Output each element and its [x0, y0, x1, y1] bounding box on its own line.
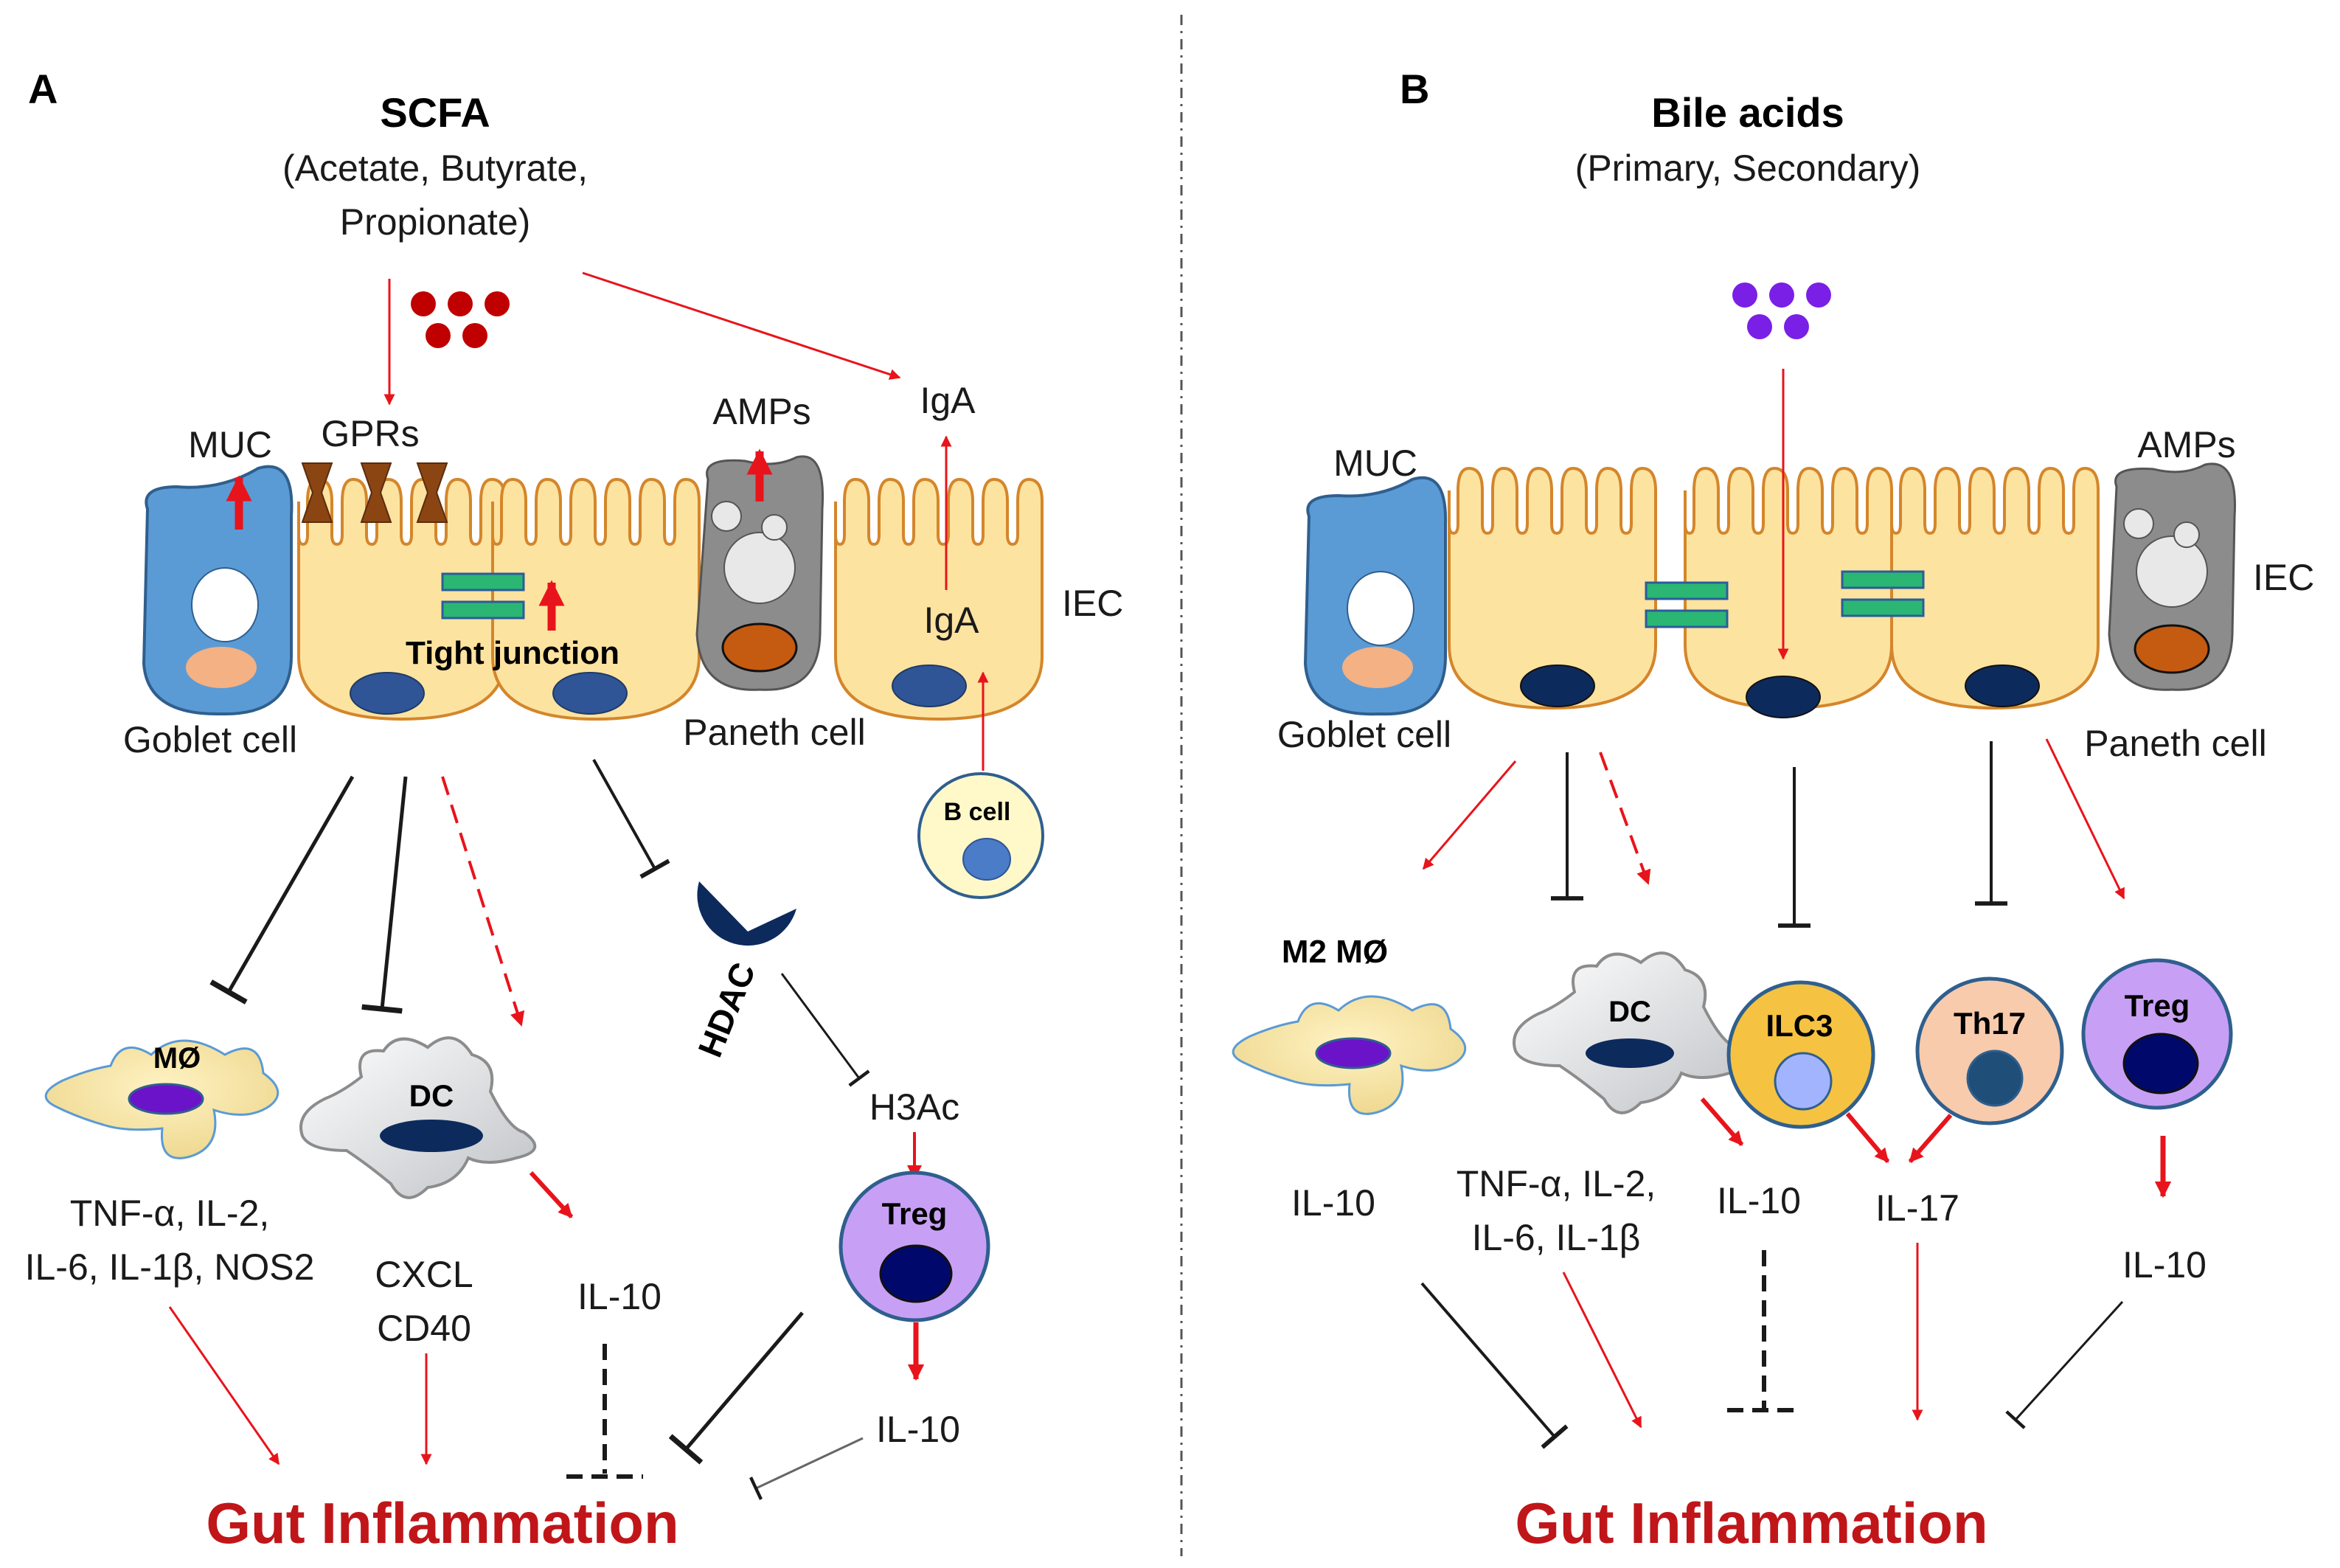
iec-nucleus-b1 [1520, 665, 1595, 707]
th17-to-il17-arrow [1908, 1114, 1953, 1163]
dc-to-il10-arrow-a [529, 1170, 574, 1219]
mo-cytokines-line-1: TNF-α, IL-2, [70, 1193, 270, 1234]
ilc3-cell: ILC3 [1726, 980, 1875, 1129]
ilc3-to-il17-arrow [1845, 1112, 1890, 1163]
iec-to-dc-dashed-arrow-b [1599, 752, 1651, 885]
il10-dc-label-b: IL-10 [1717, 1180, 1801, 1221]
m2-label: M2 MØ [1282, 934, 1388, 970]
b-cell: B cell [917, 772, 1044, 899]
iec-nucleus-b2 [1746, 676, 1821, 718]
goblet-cell-label-b: Goblet cell [1277, 714, 1451, 755]
dendritic-cell-b: DC [1513, 951, 1750, 1114]
tight-junction-label: Tight junction [406, 635, 619, 671]
treg-inhibits-inflammation [668, 1311, 804, 1465]
hdac-enzyme [697, 881, 796, 946]
amps-label-a: AMPs [712, 391, 810, 432]
scfa-inhibits-hdac [592, 759, 670, 879]
panel-a-letter: A [28, 66, 58, 112]
gprs-label: GPRs [321, 413, 419, 454]
dendritic-cell-a: DC [299, 1036, 537, 1199]
il17-label: IL-17 [1875, 1187, 1959, 1229]
h3ac-label: H3Ac [869, 1086, 959, 1128]
mo-to-inflammation-arrow [168, 1306, 280, 1465]
bile-acid-molecules [1732, 282, 1831, 339]
hdac-inhibits-h3ac [780, 973, 870, 1087]
dc-label-b: DC [1608, 996, 1651, 1028]
iec-inhibits-dc [361, 776, 408, 1014]
iga-top-label: IgA [920, 380, 976, 421]
dc-to-il10-arrow-b [1700, 1097, 1744, 1146]
muc-label-b: MUC [1333, 443, 1417, 484]
panel-a-subtitle-2: Propionate) [340, 201, 531, 243]
panel-a: A SCFA (Acetate, Butyrate, Propionate) [25, 66, 1124, 1555]
treg-cell-b: Treg [2081, 958, 2233, 1110]
goblet-cell-b [1303, 476, 1448, 716]
iga-inner-label: IgA [923, 600, 979, 641]
scfa-to-iga-arrow [582, 271, 901, 380]
th17-label: Th17 [1954, 1006, 2026, 1041]
th17-cell: Th17 [1915, 976, 2064, 1125]
il10-treg-inhibits-inflammation-a [749, 1437, 864, 1500]
iec-nucleus-b3 [1965, 665, 2040, 707]
iec-to-dc-dashed-arrow [441, 776, 525, 1027]
paneth-cell-a [695, 455, 824, 691]
m2-il10-inhibits-inflammation [1420, 1282, 1569, 1449]
hdac-label: HDAC [690, 957, 763, 1063]
panel-b-subtitle: (Primary, Secondary) [1575, 148, 1921, 189]
panel-a-title: SCFA [380, 89, 490, 136]
treg-label-a: Treg [882, 1196, 948, 1231]
ilc3-label: ILC3 [1766, 1008, 1833, 1043]
panel-b: B Bile acids (Primary, Secondary) [1232, 66, 2314, 1555]
iec-inhibits-macrophage [209, 775, 355, 1005]
iec-to-treg-arrow-b [2045, 738, 2125, 900]
treg-label-b: Treg [2125, 988, 2190, 1023]
goblet-cell [142, 465, 294, 716]
il10-treg-label-a: IL-10 [876, 1409, 960, 1450]
iec-label-a: IEC [1062, 583, 1123, 624]
treg-il10-inhibits-inflammation-b [2005, 1300, 2124, 1429]
iec-nucleus-a2 [552, 672, 628, 715]
dc-cytokines-to-inflammation-arrow [1562, 1272, 1642, 1429]
macrophage-label-a: MØ [153, 1042, 201, 1075]
dc-output-line-1: CXCL [375, 1254, 473, 1295]
panel-a-subtitle-1: (Acetate, Butyrate, [282, 148, 588, 189]
scfa-molecules [411, 291, 510, 348]
dc-cytokines-line-2: IL-6, IL-1β [1472, 1217, 1641, 1258]
m2-macrophage [1232, 995, 1467, 1115]
panel-b-title: Bile acids [1651, 89, 1844, 136]
paneth-cell-label-b: Paneth cell [2084, 723, 2266, 764]
treg-cell-a: Treg [839, 1170, 990, 1322]
muc-label-a: MUC [188, 424, 272, 465]
dc-cytokines-line-1: TNF-α, IL-2, [1457, 1163, 1656, 1204]
macrophage-a: MØ [44, 1039, 280, 1159]
iec-nucleus-a1 [350, 672, 425, 715]
iec-label-b: IEC [2253, 557, 2314, 598]
il10-m2-label: IL-10 [1291, 1182, 1375, 1224]
panel-b-letter: B [1400, 66, 1429, 112]
dc-output-line-2: CD40 [377, 1308, 471, 1349]
gut-inflammation-label-a: Gut Inflammation [206, 1491, 678, 1555]
dc-label-a: DC [409, 1078, 454, 1113]
b-cell-label: B cell [944, 798, 1011, 826]
il10-dc-label-a: IL-10 [577, 1276, 662, 1317]
paneth-cell-b [2108, 462, 2236, 691]
mo-cytokines-line-2: IL-6, IL-1β, NOS2 [25, 1246, 315, 1288]
iec-to-m2-arrow [1422, 760, 1517, 870]
gut-inflammation-label-b: Gut Inflammation [1515, 1491, 1987, 1555]
iec-nucleus-a3 [892, 665, 967, 707]
paneth-cell-label-a: Paneth cell [683, 712, 865, 753]
amps-label-b: AMPs [2137, 424, 2235, 465]
goblet-cell-label-a: Goblet cell [123, 719, 297, 760]
il10-treg-label-b: IL-10 [2122, 1244, 2207, 1286]
